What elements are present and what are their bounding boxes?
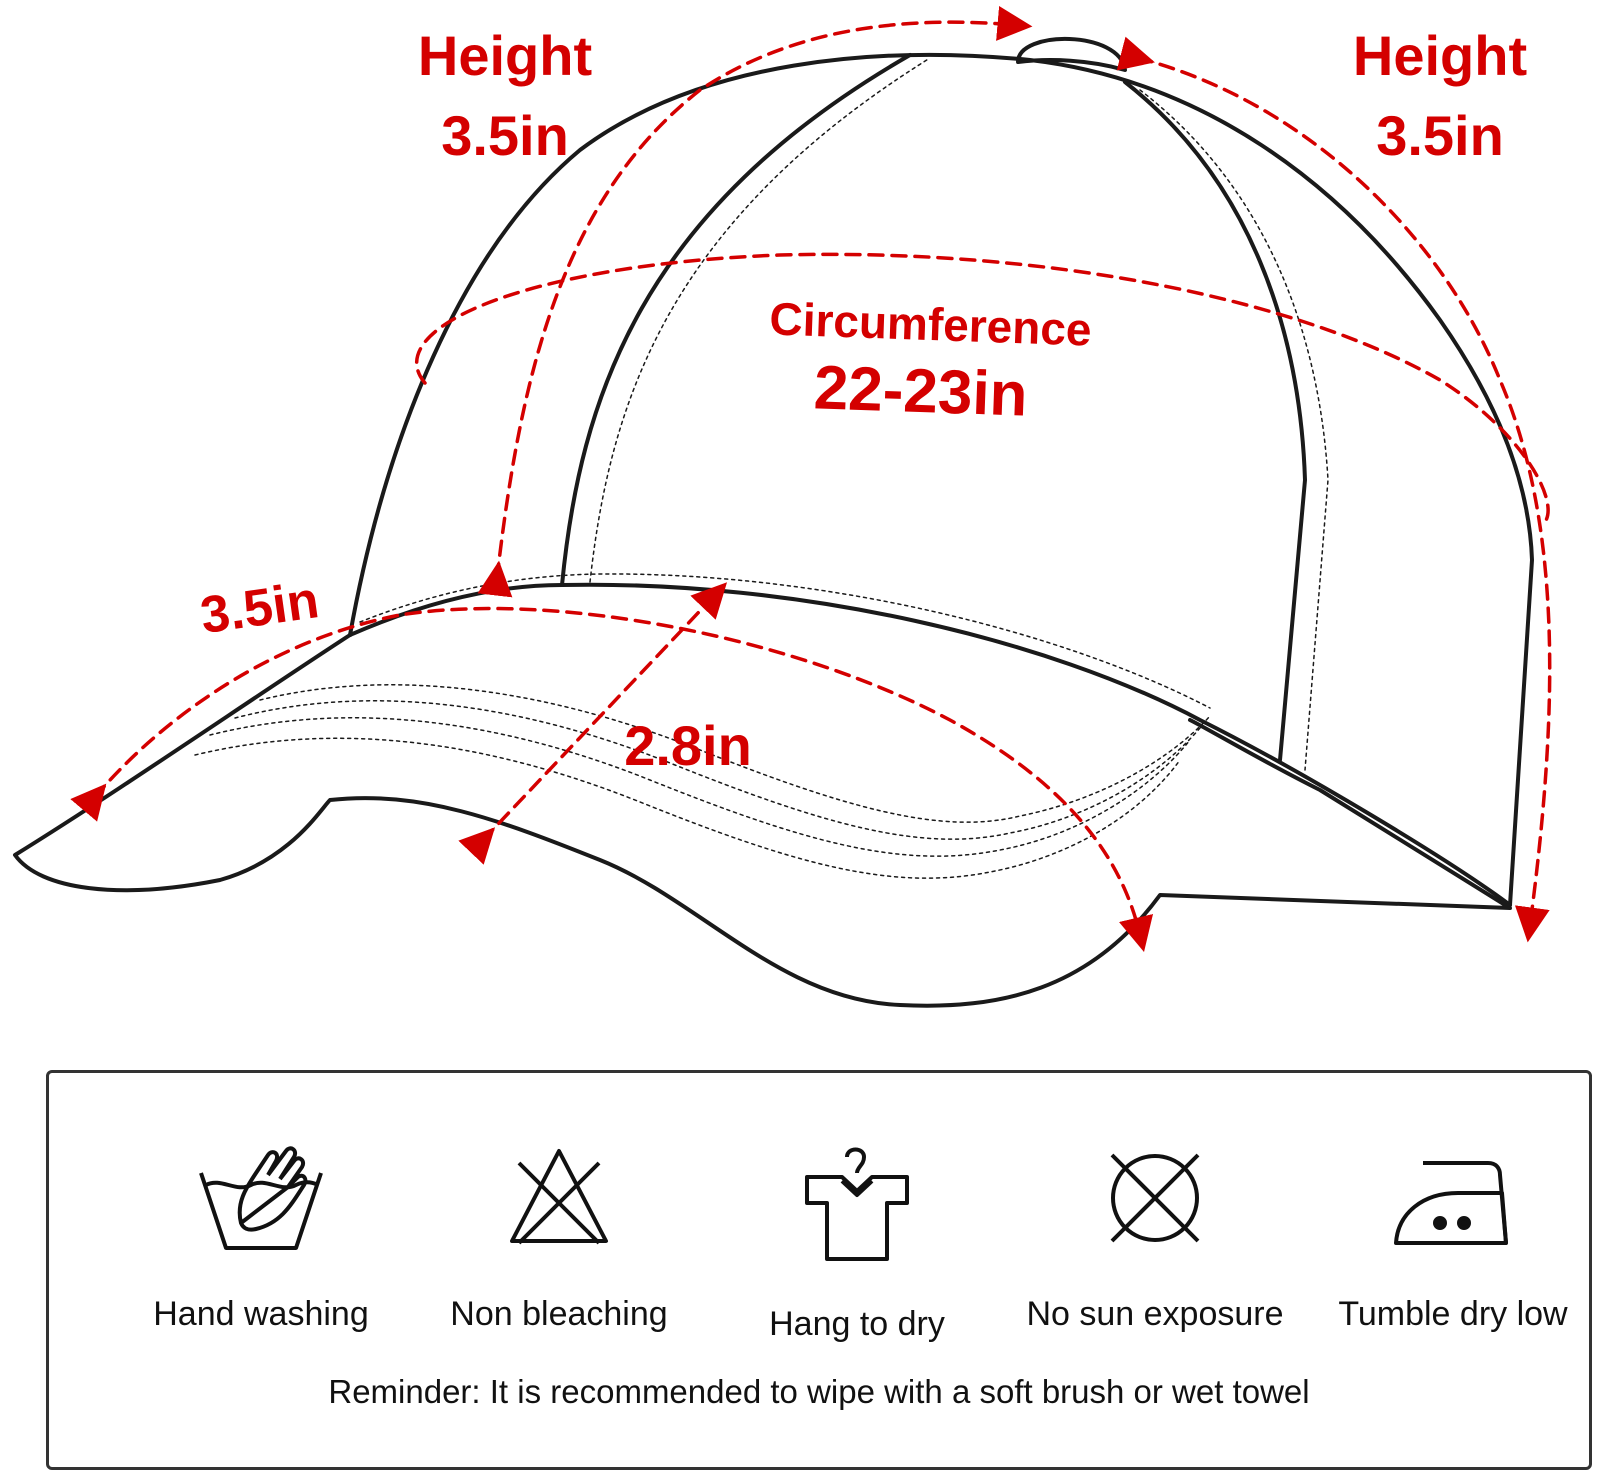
care-reminder: Reminder: It is recommended to wipe with… <box>328 1373 1310 1410</box>
no-bleach-icon <box>510 1149 608 1245</box>
cap-seam-right <box>1123 80 1307 762</box>
care-item-no-bleach: Non bleaching <box>409 1143 709 1334</box>
hand-wash-icon <box>199 1146 323 1250</box>
care-instructions-panel: Hand washing Non bleaching Hang to dry <box>46 1070 1592 1470</box>
circumference-title: Circumference <box>769 292 1093 355</box>
care-label-no-bleach: Non bleaching <box>450 1295 668 1333</box>
measurement-lines <box>70 6 1552 953</box>
brim-depth-value: 2.8in <box>624 714 752 777</box>
cap-size-diagram: Height 3.5in Height 3.5in Circumference … <box>13 6 1552 1008</box>
care-label-hang-dry: Hang to dry <box>769 1305 945 1343</box>
iron-low-icon <box>1394 1161 1508 1245</box>
care-item-no-sun: No sun exposure <box>1005 1143 1305 1334</box>
height-left-value: 3.5in <box>441 104 569 167</box>
care-label-iron-low: Tumble dry low <box>1338 1295 1568 1333</box>
height-right-title: Height <box>1353 24 1527 87</box>
care-label-no-sun: No sun exposure <box>1026 1295 1284 1333</box>
cap-crown <box>348 52 1534 907</box>
brim-width-value: 3.5in <box>197 571 322 645</box>
height-right-arrow <box>1116 36 1552 943</box>
care-item-iron-low: Tumble dry low <box>1303 1143 1600 1334</box>
height-left-title: Height <box>418 24 592 87</box>
brim-depth-arrow <box>458 582 728 865</box>
care-item-hang-dry: Hang to dry <box>707 1143 1007 1344</box>
hang-dry-icon <box>805 1147 909 1261</box>
care-label-hand-wash: Hand washing <box>153 1295 369 1333</box>
no-sun-icon <box>1110 1153 1200 1243</box>
circumference-arrow <box>414 252 1550 524</box>
height-right-value: 3.5in <box>1376 104 1504 167</box>
care-icons-row: Hand washing Non bleaching Hang to dry <box>49 1143 1589 1413</box>
circumference-value: 22-23in <box>813 353 1029 429</box>
cap-crown-base-stitch <box>359 573 1211 709</box>
height-left-arrow <box>477 6 1033 598</box>
cap-crown-base <box>348 582 1512 907</box>
brim-width-arrow <box>70 606 1154 953</box>
cap-outline <box>13 37 1534 1008</box>
care-item-hand-wash: Hand washing <box>111 1143 411 1334</box>
